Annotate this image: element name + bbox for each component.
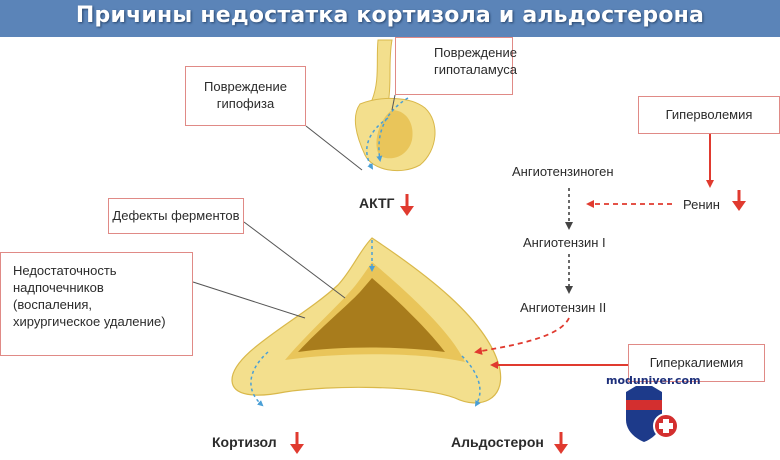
cortisol-label: Кортизол	[212, 434, 277, 450]
moduniver-logo-icon	[626, 386, 679, 442]
pituitary-gland-image	[354, 39, 436, 172]
watermark-text: moduniver.com	[606, 374, 701, 387]
title-banner	[0, 0, 780, 37]
pituitary-damage-box: Повреждение гипофиза	[185, 66, 306, 126]
adrenal-connector	[192, 281, 306, 319]
renin-label: Ренин	[683, 197, 720, 212]
aldosterone-down-arrow-icon	[554, 432, 568, 454]
enzyme-defects-label: Дефекты ферментов	[112, 208, 240, 223]
angiotensin1-label: Ангиотензин I	[523, 235, 606, 250]
page-title: Причины недостатка кортизола и альдостер…	[75, 3, 705, 28]
pituitary-connector	[305, 125, 363, 171]
hypothalamus-damage-line1: Повреждение	[434, 45, 517, 60]
adrenal-line3: (воспаления,	[13, 297, 92, 312]
aldosterone-exit-arrow	[461, 355, 481, 407]
hypervolemia-label: Гиперволемия	[665, 107, 753, 122]
cortisol-exit-arrow	[250, 351, 269, 407]
renin-down-arrow-icon	[732, 190, 746, 211]
enzyme-defects-box: Дефекты ферментов	[108, 198, 244, 234]
acth-label: АКТГ	[359, 195, 395, 211]
hyperkalemia-box: Гиперкалиемия	[628, 344, 765, 382]
angiotensinogen-label: Ангиотензиноген	[512, 164, 614, 179]
cortisol-down-arrow-icon	[290, 432, 304, 454]
hypothalamus-path-arrow	[376, 97, 409, 162]
adrenal-insufficiency-box: Недостаточность надпочечников (воспалени…	[0, 252, 193, 356]
angiotensin2-label: Ангиотензин II	[520, 300, 607, 315]
hypothalamus-damage-box: Повреждение гипоталамуса	[395, 37, 518, 95]
adrenal-gland-image	[231, 237, 502, 404]
enzymes-connector	[243, 221, 346, 299]
hyperkalemia-label: Гиперкалиемия	[649, 355, 744, 370]
hypervolemia-box: Гиперволемия	[638, 96, 780, 134]
pituitary-damage-line2: гипофиза	[216, 96, 275, 111]
adrenal-line4: хирургическое удаление)	[13, 314, 166, 329]
adrenal-line2: надпочечников	[13, 280, 104, 295]
hypothalamus-damage-line2: гипоталамуса	[434, 62, 518, 77]
acth-down-arrow-icon	[400, 194, 414, 216]
pituitary-damage-line1: Повреждение	[204, 79, 287, 94]
aldosterone-label: Альдостерон	[451, 434, 544, 450]
hypothalamus-connector	[391, 94, 396, 111]
adrenal-line1: Недостаточность	[13, 263, 117, 278]
